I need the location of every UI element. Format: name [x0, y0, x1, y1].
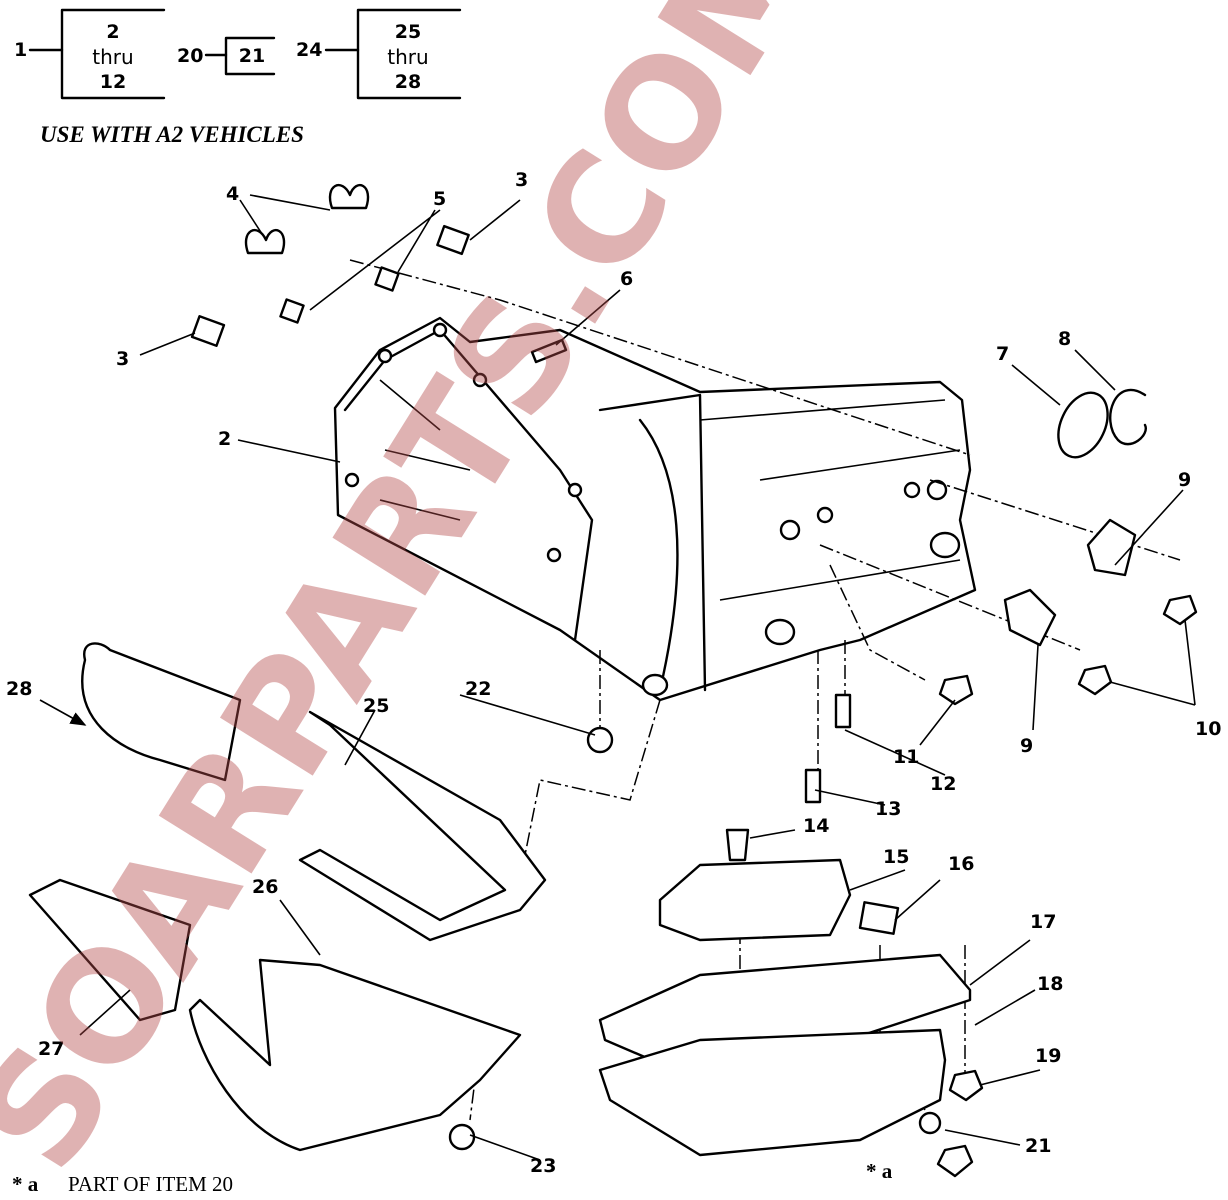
header-group-24: 24 25 thru 28 — [296, 8, 462, 100]
oil-pan — [598, 1028, 947, 1157]
callout-21: 21 — [1025, 1135, 1051, 1157]
usage-note: USE WITH A2 VEHICLES — [40, 122, 304, 147]
header-range-thru: thru — [387, 45, 428, 69]
header-range-end: 28 — [395, 71, 421, 93]
footnote-marker: * a — [12, 1172, 39, 1196]
callout-6: 6 — [620, 268, 633, 290]
callout-27: 27 — [38, 1038, 64, 1060]
header-single-21: 21 — [239, 45, 265, 67]
callout-8: 8 — [1058, 328, 1071, 350]
gasket-28 — [81, 642, 242, 782]
callout-2: 2 — [218, 428, 231, 450]
callout-17: 17 — [1030, 911, 1056, 933]
callout-13: 13 — [875, 798, 901, 820]
callout-22: 22 — [465, 678, 491, 700]
callout-12: 12 — [930, 773, 956, 795]
callout-18: 18 — [1037, 973, 1063, 995]
header-parent-20: 20 — [177, 45, 203, 67]
callout-19: 19 — [1035, 1045, 1061, 1067]
callout-26: 26 — [252, 876, 278, 898]
callout-9: 9 — [1020, 735, 1033, 757]
pan-footnote-marker: * a — [866, 1159, 893, 1183]
callout-9: 9 — [1178, 469, 1191, 491]
cover-26 — [188, 958, 522, 1152]
callout-4: 4 — [226, 183, 239, 205]
callout-7: 7 — [996, 343, 1009, 365]
callout-3: 3 — [515, 169, 528, 191]
header-group-1: 1 2 thru 12 — [14, 8, 166, 100]
leader-arrows — [39, 194, 1196, 1161]
callout-10: 10 — [1195, 718, 1221, 740]
transmission-case — [333, 316, 977, 702]
callout-16: 16 — [948, 853, 974, 875]
filter — [658, 858, 852, 942]
callout-14: 14 — [803, 815, 829, 837]
header-range-end: 12 — [100, 71, 126, 93]
callout-28: 28 — [6, 678, 32, 700]
header-parent-24: 24 — [296, 39, 322, 61]
header-range-start: 2 — [106, 21, 119, 43]
hardware — [190, 183, 1198, 1178]
header-range-thru: thru — [92, 45, 133, 69]
footnote-text: PART OF ITEM 20 — [68, 1172, 233, 1196]
callout-15: 15 — [883, 846, 909, 868]
callout-labels: 2 3 3 4 5 6 7 8 9 9 10 11 12 13 14 15 16… — [6, 169, 1221, 1177]
header-range-start: 25 — [395, 21, 421, 43]
callout-5: 5 — [433, 188, 446, 210]
gasket-25 — [298, 710, 547, 942]
callout-11: 11 — [893, 746, 919, 768]
callout-25: 25 — [363, 695, 389, 717]
callout-23: 23 — [530, 1155, 556, 1177]
header-group-20: 20 21 — [177, 36, 276, 76]
header-parent-1: 1 — [14, 39, 27, 61]
gasket-27 — [28, 878, 192, 1022]
callout-3: 3 — [116, 348, 129, 370]
